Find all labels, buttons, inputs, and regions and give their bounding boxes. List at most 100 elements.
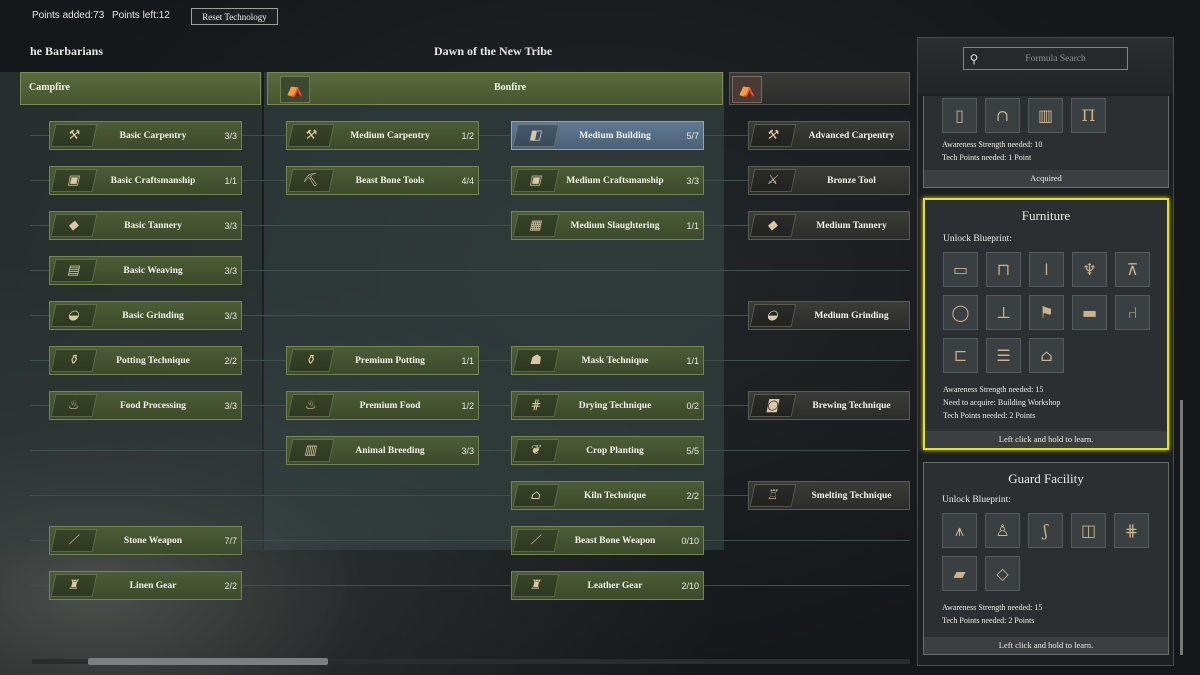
planter-icon: ❦ [512,439,560,462]
chest-icon: ▣ [50,169,98,192]
table-blueprint-icon[interactable]: ▭ [943,252,978,287]
totem-blueprint-icon[interactable]: ♆ [1072,252,1107,287]
reset-technology-button[interactable]: Reset Technology [191,8,278,25]
connector-line [30,585,910,586]
connector-line [30,495,910,496]
acquired-card: ▯ ∩ ▥ Π Awareness Strength needed: 10 Te… [923,96,1169,188]
connector-line [30,270,910,271]
bed-blueprint-icon[interactable]: ⊏ [943,338,978,373]
mirror-blueprint-icon[interactable]: ◯ [943,295,978,330]
guard-facility-card[interactable]: Guard Facility Unlock Blueprint: ⩚ ♙ ʃ ◫… [923,462,1169,655]
search-header: ⚲ Formula Search [918,38,1173,94]
tannery-icon: ◆ [749,214,797,237]
connector-line [30,315,910,316]
prerequisite-requirement: Need to acquire: Building Workshop [943,398,1061,407]
drying-rack-icon: ⋕ [512,394,560,417]
cabinet-blueprint-icon[interactable]: ⌂ [1029,338,1064,373]
rug-blueprint-icon[interactable]: ▬ [1072,295,1107,330]
tech-node-medium-grinding[interactable]: ◒Medium Grinding [748,301,910,330]
post-blueprint-icon[interactable]: ʃ [1028,513,1063,548]
learn-hint: Left click and hold to learn. [924,637,1168,654]
tech-node-brewing-technique[interactable]: ◙Brewing Technique [748,391,910,420]
panel-scrollbar[interactable] [1180,400,1183,655]
connector-line [30,225,910,226]
awareness-requirement: Awareness Strength needed: 15 [943,385,1044,394]
fence-blueprint-icon[interactable]: ▰ [942,556,977,591]
pen-icon: ▥ [287,439,335,462]
awareness-requirement: Awareness Strength needed: 10 [942,140,1043,149]
tech-node-advanced-carpentry[interactable]: ⚒Advanced Carpentry [748,121,910,150]
torch-blueprint-icon[interactable]: ǀ [1029,252,1064,287]
spear-icon: ⟋ [50,529,98,552]
unlock-blueprint-label: Unlock Blueprint: [943,234,1012,244]
horizontal-scrollbar[interactable] [32,659,910,664]
blueprint-grid: ▯ ∩ ▥ Π [924,98,1168,133]
door-blueprint-icon[interactable]: ▯ [942,98,977,133]
bonfire-icon: ⛺ [280,76,310,103]
cooking-pot-icon: ♨ [50,394,98,417]
shelf-blueprint-icon[interactable]: ☰ [986,338,1021,373]
chair-blueprint-icon[interactable]: ⑁ [1115,295,1150,330]
era-band-bonfire: ⛺ Bonfire [267,72,723,105]
bonfire-label: Bonfire [494,82,527,93]
bench-blueprint-icon[interactable]: ⊓ [986,252,1021,287]
scarecrow-blueprint-icon[interactable]: ♙ [985,513,1020,548]
unlock-blueprint-label: Unlock Blueprint: [942,495,1011,505]
frame-blueprint-icon[interactable]: Π [1071,98,1106,133]
era-band-next: ⛺ [729,72,910,105]
horizontal-scroll-thumb[interactable] [88,658,328,665]
carpentry-icon: ⚒ [287,124,335,147]
formula-search-input[interactable]: ⚲ Formula Search [963,47,1128,70]
pottery-icon: ⚱ [287,349,335,372]
kiln-icon: ⌂ [512,484,560,507]
tech-node-bronze-tool[interactable]: ⚔Bronze Tool [748,166,910,195]
points-added: Points added:73 [32,10,105,21]
furniture-card[interactable]: Furniture Unlock Blueprint: ▭ ⊓ ǀ ♆ ⊼ ◯ … [923,198,1169,450]
gate-blueprint-icon[interactable]: ▥ [1028,98,1063,133]
barricade-blueprint-icon[interactable]: ⋕ [1114,513,1149,548]
barrel-icon: ◙ [749,394,797,417]
banner-blueprint-icon[interactable]: ⚑ [1029,295,1064,330]
tech-node-smelting-technique[interactable]: ♖Smelting Technique [748,481,910,510]
furniture-title: Furniture [1021,208,1071,223]
pole-blueprint-icon[interactable]: ⊥ [986,295,1021,330]
campfire-icon: ⛺ [732,76,762,103]
awareness-requirement: Awareness Strength needed: 15 [942,603,1043,612]
top-bar: Points added:73 Points left:12 Reset Tec… [0,0,910,30]
stool-blueprint-icon[interactable]: ⊼ [1115,252,1150,287]
tech-points-requirement: Tech Points needed: 2 Points [943,411,1036,420]
acquired-status: Acquired [924,170,1168,187]
era-title-new-tribe: Dawn of the New Tribe [434,44,553,58]
pottery-icon: ⚱ [50,349,98,372]
trap-blueprint-icon[interactable]: ◫ [1071,513,1106,548]
tech-tree[interactable]: he Barbarians Dawn of the New Tribe Camp… [0,35,910,667]
tech-node-medium-tannery[interactable]: ◆Medium Tannery [748,211,910,240]
era-title-barbarians: he Barbarians [30,44,104,58]
arch-blueprint-icon[interactable]: ∩ [985,98,1020,133]
spikes-blueprint-icon[interactable]: ⩚ [942,513,977,548]
platform-blueprint-icon[interactable]: ◇ [985,556,1020,591]
